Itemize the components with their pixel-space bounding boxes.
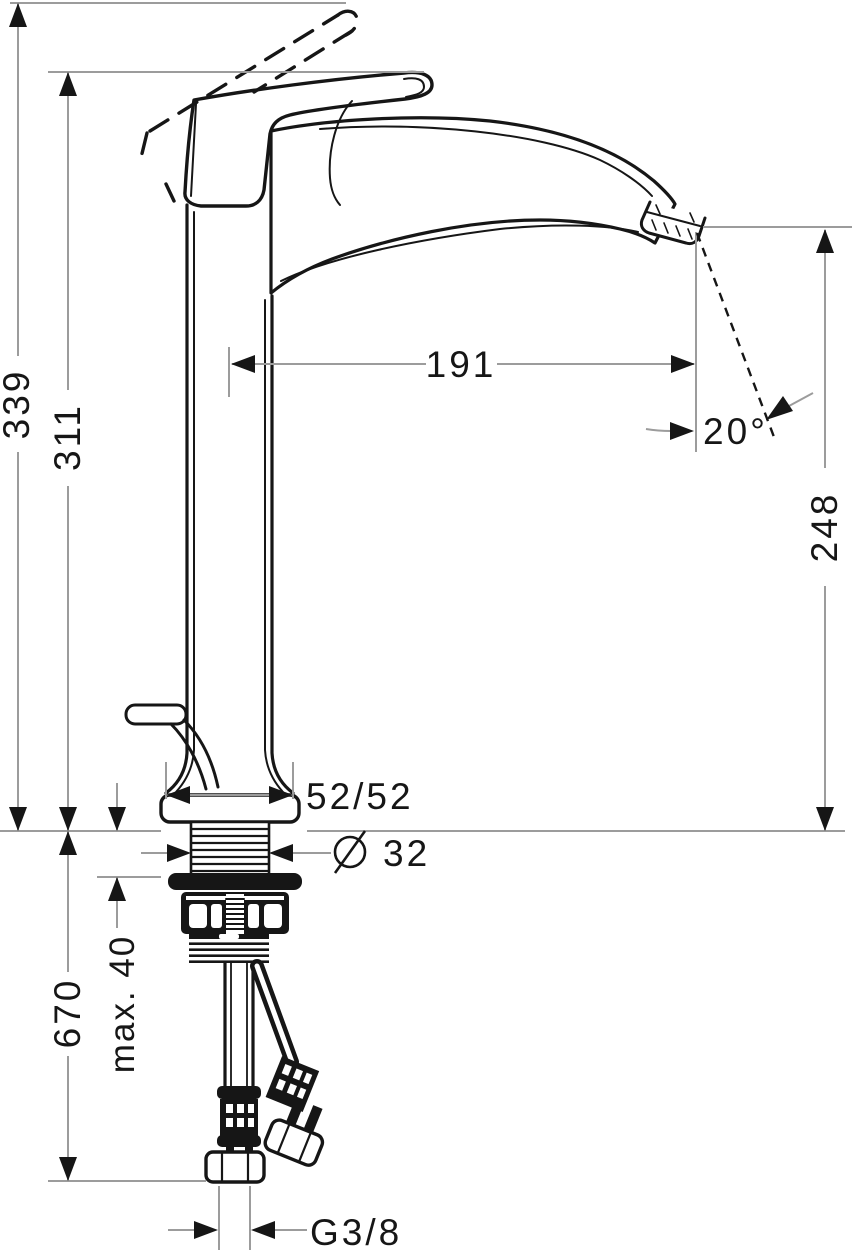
dim-leader-20-right: [645, 428, 672, 432]
arrow-g38-left: [194, 1221, 218, 1239]
dimension-arrowheads: [9, 3, 834, 1239]
arrow-191-right: [671, 355, 695, 373]
dim-max-thickness-label: max. 40: [103, 935, 142, 1074]
faucet-body: [162, 203, 298, 798]
arrow-670-bottom: [59, 1157, 77, 1181]
arrow-191-left: [231, 355, 255, 373]
arrow-248-top: [816, 229, 834, 253]
arrow-311-bottom: [59, 807, 77, 831]
dim-leader-20-left: [788, 392, 814, 407]
dim-hose-length-label: 670: [47, 978, 88, 1049]
arrow-g38-right: [251, 1221, 275, 1239]
dim-base-size-label: 52/52: [306, 776, 414, 817]
diameter-icon: [333, 830, 367, 874]
mounting-washer: [168, 873, 302, 890]
arrow-32-right: [269, 844, 293, 862]
arrow-248-bottom: [816, 807, 834, 831]
arrow-670-top: [59, 831, 77, 855]
dim-outlet-height-label: 248: [804, 492, 845, 563]
arrow-339-top: [9, 3, 27, 27]
dim-spout-angle-label: 20°: [703, 411, 768, 452]
arrow-32-left: [167, 844, 191, 862]
aerator: [639, 200, 707, 246]
arrow-52-left: [166, 786, 190, 804]
mounting-nut: [181, 892, 289, 963]
spray-angle-dashed-line: [695, 232, 776, 438]
pop-up-rod: [124, 703, 220, 791]
arrow-max40-top: [108, 807, 126, 831]
arrow-52-right: [269, 786, 293, 804]
dim-total-height-label: 339: [0, 369, 37, 440]
dim-thread-size-label: G3/8: [310, 1212, 402, 1250]
threaded-shank: [189, 820, 271, 879]
dim-spout-reach-label: 191: [426, 344, 497, 385]
dimension-lines: [17, 4, 826, 1231]
arrow-339-bottom: [9, 807, 27, 831]
dim-handle-height-label: 311: [47, 403, 88, 471]
arrow-20-right: [670, 422, 694, 440]
dimension-labels: 339 311 670 max. 40 248 191 52/52 32 20°…: [0, 344, 845, 1250]
faucet-spout: [269, 116, 677, 295]
arrow-max40-bottom: [108, 877, 126, 901]
arrow-20-angled: [766, 396, 793, 420]
faucet-artwork: [124, 9, 707, 1184]
supply-hose-left: [204, 961, 266, 1184]
arrow-311-top: [59, 72, 77, 96]
supply-hose-right: [250, 959, 325, 1167]
dim-shank-diameter-label: 32: [383, 833, 430, 874]
faucet-handle: [183, 70, 434, 208]
